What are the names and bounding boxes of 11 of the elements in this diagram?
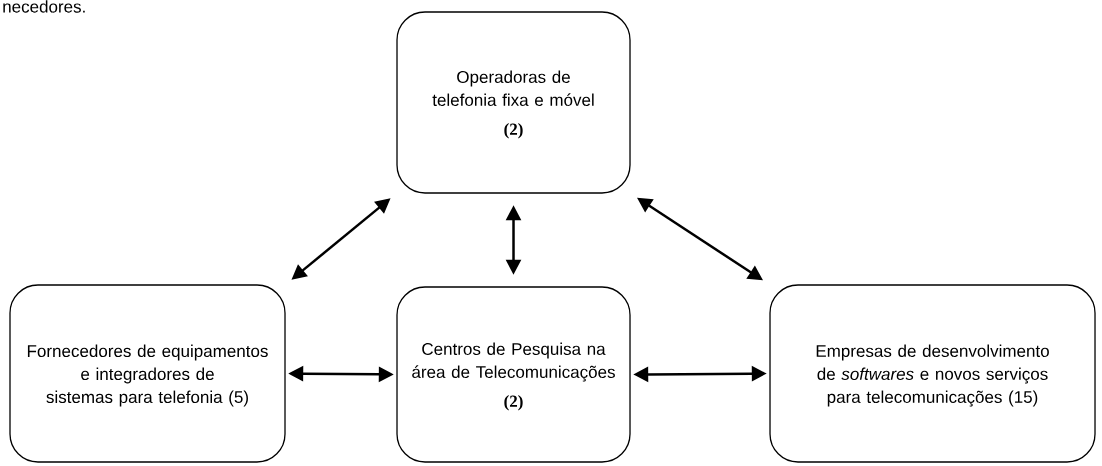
node-text: Fornecedores de equipamentos e integradores de sistemas para telefonia (5) [27,344,268,407]
node-text: Operadoras de telefonia fixa e móvel [432,70,594,106]
rounded-box [9,284,286,463]
rounded-box [396,286,631,463]
node-text: Empresas de desenvolvimento de softwares e novos serviços para telecomunicações (15) [816,344,1049,407]
note-text: necedores. [3,0,85,13]
rounded-box [396,11,631,194]
node-text: Centros de Pesquisa na área de Telecomunicações [412,342,615,382]
count-label: (2) [504,395,523,411]
rounded-box [769,284,1096,463]
count-label: (2) [504,123,523,139]
